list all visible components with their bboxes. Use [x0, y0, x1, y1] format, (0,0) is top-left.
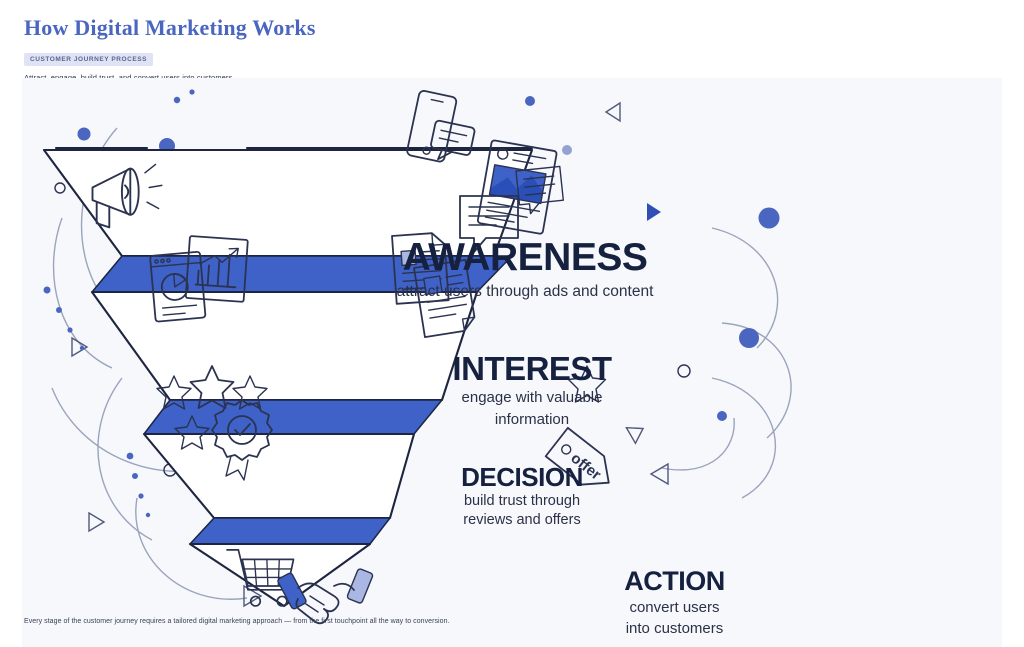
speech-bubble-icon: [459, 195, 519, 253]
decorative-arcs-right: [649, 227, 792, 499]
offer-tag-icon: offer: [544, 426, 610, 486]
funnel-tier-awareness[interactable]: [42, 148, 534, 258]
funnel-band-2: [143, 399, 443, 435]
funnel-canvas: .ln{fill:none;stroke:#1d2540;stroke-widt…: [22, 78, 1002, 647]
handshake-icon: [277, 568, 374, 625]
speech-bubble-icon: [515, 165, 565, 215]
funnel-graphic: .ln{fill:none;stroke:#1d2540;stroke-widt…: [42, 89, 792, 625]
funnel-band-3: [189, 517, 391, 545]
page-title: How Digital Marketing Works: [24, 15, 316, 40]
star-icon: [156, 365, 607, 450]
award-badge-icon: [211, 399, 273, 481]
footer-note: Every stage of the customer journey requ…: [24, 618, 450, 625]
page-subtitle: Attract, engage, build trust, and conver…: [24, 73, 1024, 82]
page-header: How Digital Marketing Works CUSTOMER JOU…: [0, 0, 1024, 82]
status-badge: CUSTOMER JOURNEY PROCESS: [24, 53, 153, 67]
funnel-tier-action[interactable]: [188, 542, 372, 608]
bar-chart-growth-icon: [184, 235, 249, 303]
smartphone-chat-icon: [406, 90, 476, 163]
funnel-tier-interest[interactable]: [90, 290, 479, 402]
article-document-icon: [413, 258, 476, 339]
megaphone-icon: [91, 163, 163, 229]
shopping-cart-icon: [226, 549, 295, 607]
